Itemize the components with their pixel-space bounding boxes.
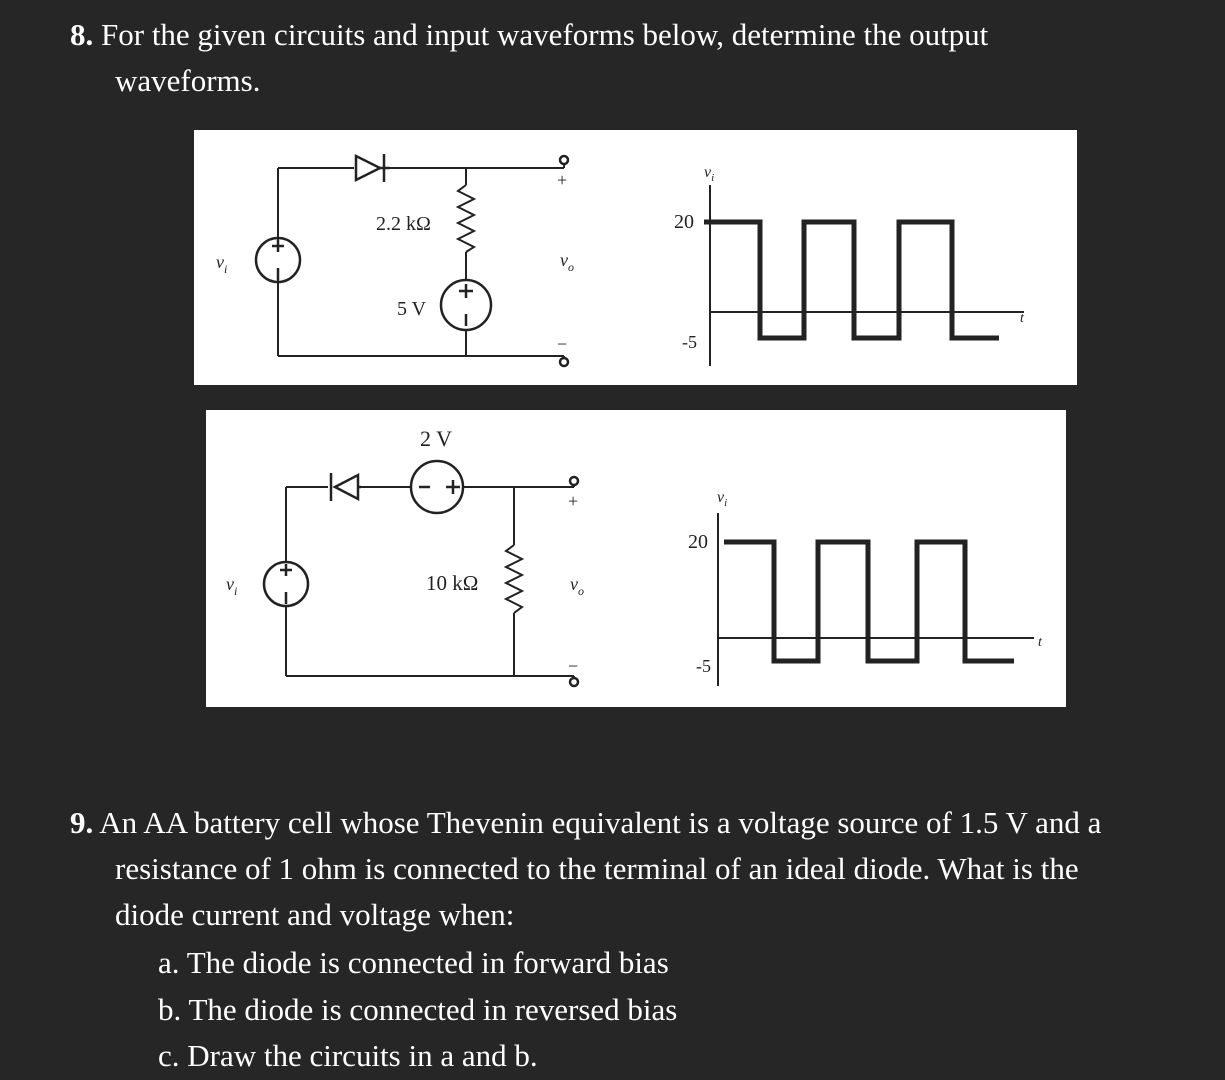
question-number: 8. <box>70 17 94 52</box>
vo-label: vo <box>570 574 584 598</box>
circuit-figure-2: + − 2 V vi 10 kΩ vo vi 20 -5 t <box>206 410 1066 707</box>
wave-vi-label: vi <box>717 489 727 509</box>
diode-icon <box>329 472 361 502</box>
resistor-label: 2.2 kΩ <box>376 213 431 235</box>
output-terminal-plus <box>558 154 570 166</box>
question-9-line2: resistance of 1 ohm is connected to the … <box>115 851 1079 886</box>
question-8-line2: waveforms. <box>115 63 261 98</box>
wave-vi-label: vi <box>704 164 714 184</box>
time-axis-label: t <box>1038 635 1043 650</box>
terminal-minus-label: − <box>568 656 578 676</box>
circuit-diagram-1: + − vi 2.2 kΩ 5 V vo vi 20 -5 t <box>216 153 1025 368</box>
dc-source-icon <box>439 278 493 332</box>
resistor-label: 10 kΩ <box>426 571 478 595</box>
option-c: c. Draw the circuits in a and b. <box>158 1038 538 1073</box>
question-9: 9. An AA battery cell whose Thevenin equ… <box>70 800 1200 938</box>
question-9-options: a. The diode is connected in forward bia… <box>158 940 677 1080</box>
vi-label: vi <box>226 574 237 598</box>
option-b: b. The diode is connected in reversed bi… <box>158 991 678 1027</box>
output-terminal-minus <box>568 676 580 688</box>
wave-low-label: -5 <box>696 656 711 676</box>
input-waveform <box>704 219 999 341</box>
question-9-text: An AA battery cell whose Thevenin equiva… <box>99 805 1102 840</box>
wave-low-label: -5 <box>682 332 697 352</box>
wave-high-label: 20 <box>688 531 708 553</box>
dc-source-icon <box>409 459 465 515</box>
question-number: 9. <box>70 805 94 840</box>
circuit-diagram-2: + − 2 V vi 10 kΩ vo vi 20 -5 t <box>226 426 1043 688</box>
time-axis-label: t <box>1020 311 1025 326</box>
question-8-text: For the given circuits and input wavefor… <box>101 17 989 52</box>
input-source-icon <box>262 560 310 608</box>
source-label: 2 V <box>420 426 452 451</box>
vi-label: vi <box>216 252 227 276</box>
wave-high-label: 20 <box>674 211 694 233</box>
vo-label: vo <box>560 250 574 274</box>
question-9-line3: diode current and voltage when: <box>115 897 515 932</box>
question-8: 8. For the given circuits and input wave… <box>70 12 1170 104</box>
output-terminal-minus <box>558 356 570 368</box>
circuit-figure-1: + − vi 2.2 kΩ 5 V vo vi 20 -5 t <box>194 130 1077 385</box>
terminal-plus-label: + <box>568 491 578 511</box>
terminal-plus-label: + <box>557 170 567 190</box>
input-waveform <box>724 539 1014 664</box>
diode-icon <box>354 153 390 183</box>
input-source-icon <box>254 236 302 284</box>
question-9-line1: 9. An AA battery cell whose Thevenin equ… <box>70 805 1101 840</box>
source-label: 5 V <box>397 298 427 320</box>
option-a: a. The diode is connected in forward bia… <box>158 945 669 980</box>
question-8-line1: 8. For the given circuits and input wave… <box>70 17 988 52</box>
terminal-minus-label: − <box>557 334 567 354</box>
output-terminal-plus <box>568 475 580 487</box>
